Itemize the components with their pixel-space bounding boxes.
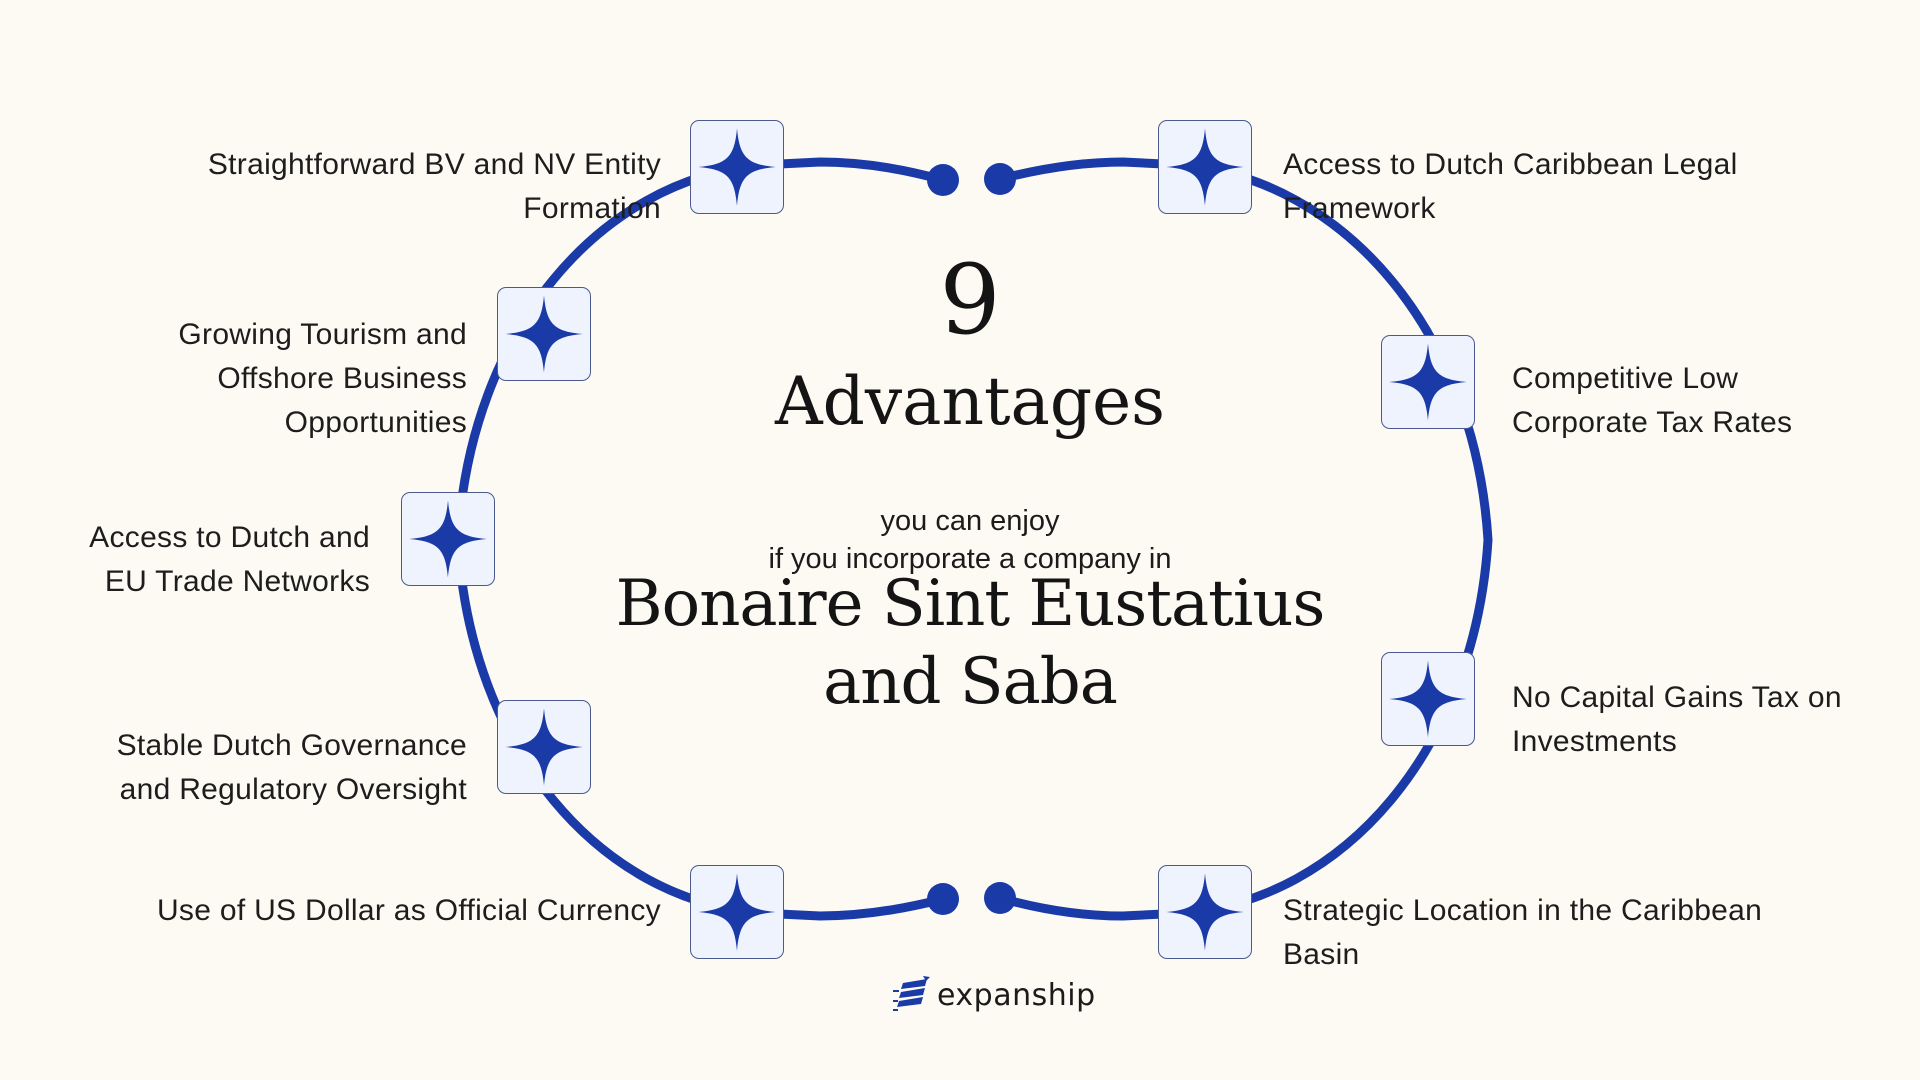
title-word: Advantages [774, 363, 1166, 440]
label-line: Stable Dutch Governance [116, 729, 467, 762]
label-line: EU Trade Networks [104, 565, 370, 598]
advantage-label-2: Growing Tourism and Offshore Business Op… [178, 313, 467, 445]
sparkle-node-4 [497, 700, 591, 794]
label-line: Straightforward BV and NV Entity [207, 148, 661, 181]
sparkle-node-7 [1381, 335, 1475, 429]
label-line: Growing Tourism and [178, 318, 467, 351]
label-line: Investments [1512, 725, 1678, 758]
label-line: Competitive Low [1512, 362, 1739, 395]
advantage-label-7: Competitive Low Corporate Tax Rates [1512, 357, 1792, 445]
sparkle-node-8 [1381, 652, 1475, 746]
label-line: Access to Dutch and [89, 521, 370, 554]
sparkle-icon [698, 873, 776, 951]
advantage-label-3: Access to Dutch and EU Trade Networks [89, 516, 370, 604]
advantage-label-9: Strategic Location in the Caribbean Basi… [1283, 889, 1762, 977]
sparkle-node-5 [690, 865, 784, 959]
sparkle-node-3 [401, 492, 495, 586]
country-line-2: and Saba [823, 645, 1118, 719]
advantage-label-8: No Capital Gains Tax on Investments [1512, 676, 1842, 764]
brand-name: expanship [937, 977, 1096, 1013]
advantage-label-1: Straightforward BV and NV Entity Formati… [208, 143, 661, 231]
subtitle-line-1: you can enjoy [880, 505, 1060, 537]
sparkle-icon [409, 500, 487, 578]
sparkle-node-1 [690, 120, 784, 214]
brand-logo: expanship [893, 975, 1096, 1015]
advantage-label-4: Stable Dutch Governance and Regulatory O… [117, 724, 467, 812]
connector-dots [927, 163, 1016, 915]
sparkle-node-9 [1158, 865, 1252, 959]
label-line: Formation [523, 192, 661, 225]
sparkle-icon [1166, 873, 1244, 951]
subtitle-line-2: if you incorporate a company in [768, 543, 1172, 575]
country-line-1: Bonaire Sint Eustatius [615, 567, 1326, 641]
sparkle-node-2 [497, 287, 591, 381]
label-line: Opportunities [284, 406, 467, 439]
sparkle-icon [698, 128, 776, 206]
country-title: Bonaire Sint Eustatius and Saba [560, 565, 1380, 721]
label-line: Use of US Dollar as Official Currency [156, 894, 661, 927]
sparkle-icon [1166, 128, 1244, 206]
sparkle-icon [1389, 343, 1467, 421]
label-line: and Regulatory Oversight [119, 773, 467, 806]
label-line: Strategic Location in the Caribbean [1283, 894, 1763, 927]
label-line: No Capital Gains Tax on [1512, 681, 1842, 714]
label-line: Corporate Tax Rates [1512, 406, 1793, 439]
label-line: Framework [1283, 192, 1436, 225]
sparkle-icon [505, 708, 583, 786]
label-line: Offshore Business [217, 362, 467, 395]
sparkle-node-6 [1158, 120, 1252, 214]
sparkle-icon [1389, 660, 1467, 738]
advantage-label-5: Use of US Dollar as Official Currency [157, 889, 661, 933]
label-line: Access to Dutch Caribbean Legal [1283, 148, 1738, 181]
advantage-count: 9 [939, 244, 1001, 356]
sparkle-icon [505, 295, 583, 373]
advantage-label-6: Access to Dutch Caribbean Legal Framewor… [1283, 143, 1738, 231]
expanship-logo-icon [893, 976, 930, 1011]
label-line: Basin [1283, 938, 1360, 971]
